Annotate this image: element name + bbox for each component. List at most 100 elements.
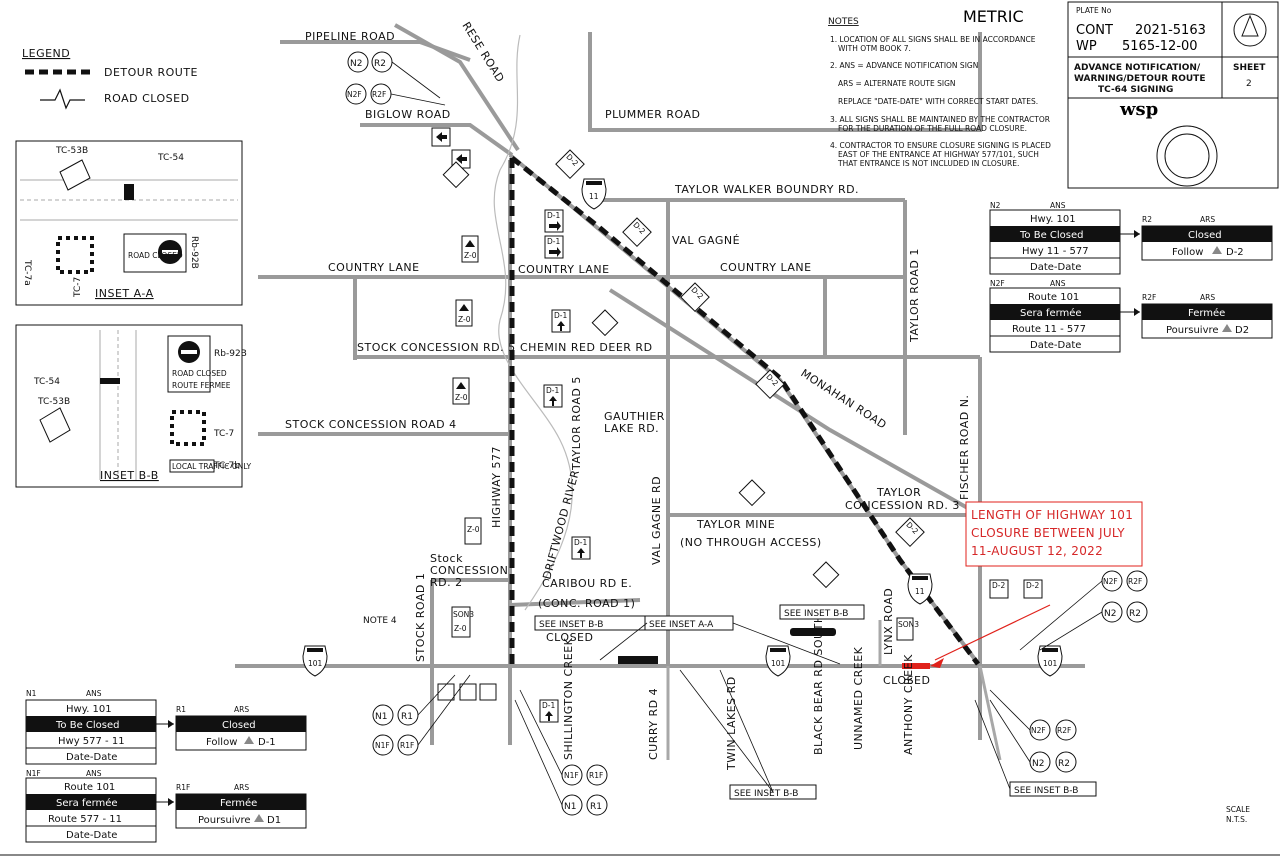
circle-n1-sw: N1	[375, 712, 387, 722]
d1-sign-3: D-1	[551, 309, 571, 333]
barricade-icon-b	[39, 407, 71, 443]
detour-signs: Z-0 Z-0 Z-0 Z-0 SON3 Z-0 D-1 D-1	[431, 127, 1043, 723]
table-n1: N1 ANS Hwy. 101 To Be Closed Hwy 577 - 1…	[25, 689, 174, 765]
circle-r2-se: R2	[1058, 759, 1070, 769]
svg-text:SON3: SON3	[898, 620, 919, 629]
svg-text:EAST OF THE ENTRANCE AT HIGHWA: EAST OF THE ENTRANCE AT HIGHWAY 577/101,…	[838, 150, 1039, 159]
circle-r1-s: R1	[590, 802, 602, 812]
svg-text:Poursuivre: Poursuivre	[1166, 325, 1219, 336]
svg-text:ADVANCE NOTIFICATION/: ADVANCE NOTIFICATION/	[1074, 63, 1201, 73]
svg-text:REPLACE "DATE-DATE" WITH CORRE: REPLACE "DATE-DATE" WITH CORRECT START D…	[838, 97, 1038, 106]
svg-text:101: 101	[308, 659, 323, 668]
svg-text:ARS: ARS	[1200, 215, 1215, 224]
svg-text:Fermée: Fermée	[220, 797, 257, 809]
svg-text:Route 101: Route 101	[64, 782, 115, 793]
svg-text:TC-7a: TC-7a	[22, 259, 32, 286]
scale-label: SCALE	[1226, 805, 1250, 814]
shillington-label: SHILLINGTON CREEK	[562, 637, 575, 760]
svg-text:N2F: N2F	[990, 279, 1005, 288]
closure-arrow-icon	[930, 658, 944, 668]
shield-101-east: 101	[1037, 645, 1063, 677]
svg-text:TC-7: TC-7	[73, 277, 83, 298]
title-block: PLATE No CONT 2021-5163 WP 5165-12-00 AD…	[1067, 1, 1279, 189]
svg-text:Follow: Follow	[1172, 247, 1203, 258]
svg-text:Hwy. 101: Hwy. 101	[1030, 214, 1076, 225]
caribou-road-line	[509, 598, 641, 607]
arrow-sign-9	[479, 683, 497, 701]
circle-group-sw: N1 R1 N1F R1F	[372, 674, 471, 756]
svg-text:Hwy 11 - 577: Hwy 11 - 577	[1022, 246, 1089, 257]
closed-label-1: CLOSED	[546, 631, 593, 644]
closed-label-2: CLOSED	[883, 674, 930, 687]
svg-text:11: 11	[915, 587, 925, 596]
taylor-road-1-label: TAYLOR ROAD 1	[908, 248, 921, 343]
shield-101-center: 101	[765, 645, 791, 677]
svg-text:11: 11	[589, 192, 599, 201]
z0-sign-3: Z-0	[452, 377, 470, 405]
table-n1f: N1F ANS Route 101 Sera fermée Route 577 …	[25, 769, 174, 843]
circle-r2f-se: R2F	[1057, 726, 1071, 735]
d2-sign-5: D-2	[895, 517, 925, 547]
circle-n2f-se: N2F	[1031, 726, 1046, 735]
taylor-road-5-label: TAYLOR ROAD 5	[570, 376, 583, 471]
legend-closed-label: ROAD CLOSED	[104, 92, 190, 105]
taylor-mine-label: TAYLOR MINE	[696, 518, 775, 531]
leader-5	[974, 699, 1011, 790]
svg-text:D-1: D-1	[547, 211, 560, 220]
svg-text:ROAD CLOSED: ROAD CLOSED	[172, 369, 227, 378]
circle-n2f-nw: N2F	[347, 90, 362, 99]
rese-road-line	[394, 23, 520, 152]
inset-b-title: INSET B-B	[100, 469, 159, 482]
shield-11-south: 11	[907, 573, 933, 605]
circle-n1f-s: N1F	[564, 771, 579, 780]
metric-label: METRIC	[963, 7, 1024, 26]
shields: 101 101 101 11 11	[302, 178, 1063, 677]
svg-text:TC-7b: TC-7b	[213, 461, 240, 471]
svg-text:Date-Date: Date-Date	[66, 752, 117, 763]
see-inset-bb-3: SEE INSET B-B	[734, 789, 798, 799]
svg-text:Follow: Follow	[206, 737, 237, 748]
fischer-road-label: FISCHER ROAD N.	[958, 395, 971, 500]
svg-text:CONT: CONT	[1076, 23, 1113, 38]
country-lane-label-c: COUNTRY LANE	[518, 263, 610, 276]
svg-text:D-1: D-1	[547, 237, 560, 246]
shield-101-west: 101	[302, 645, 328, 677]
svg-text:Date-Date: Date-Date	[1030, 340, 1081, 351]
svg-text:ARS: ARS	[234, 705, 249, 714]
circle-group-s: N1F R1F N1 R1	[514, 689, 608, 816]
arrow-sign-8	[459, 683, 477, 701]
svg-text:D-1: D-1	[542, 701, 555, 710]
arrow-sign-6	[812, 561, 840, 589]
svg-text:PLATE No: PLATE No	[1076, 6, 1112, 15]
val-gagne-label: VAL GAGNÉ	[672, 234, 740, 247]
circle-r2f-ne: R2F	[1128, 577, 1142, 586]
circle-r1-sw: R1	[401, 712, 413, 722]
engineer-seal	[1156, 125, 1218, 187]
table-r1: R1 ARS Closed Follow D-1	[175, 705, 307, 751]
unnamed-creek-label: UNNAMED CREEK	[852, 646, 865, 750]
circle-group-nw: N2 R2 N2F R2F	[345, 51, 446, 106]
leader-4	[719, 669, 774, 793]
stock-conc-2-label-a: Stock	[430, 552, 463, 565]
svg-text:11-AUGUST 12, 2022: 11-AUGUST 12, 2022	[971, 544, 1103, 558]
driftwood-river-line	[493, 34, 573, 611]
table-r1f: R1F ARS Fermée Poursuivre D1	[175, 783, 307, 829]
svg-text:Date-Date: Date-Date	[66, 830, 117, 841]
circle-group-ne: N2F R2F N2 R2	[1019, 570, 1148, 651]
d1-sign-5: D-1	[571, 536, 591, 560]
svg-text:CLOSURE BETWEEN JULY: CLOSURE BETWEEN JULY	[971, 526, 1125, 540]
arrow-sign-5	[738, 479, 766, 507]
svg-text:ANS: ANS	[86, 689, 102, 698]
chemin-red-deer-label: CHEMIN RED DEER RD	[520, 341, 653, 354]
son3-sign-2: SON3	[896, 617, 919, 641]
shield-11-north: 11	[581, 178, 607, 210]
d1-sign-6: D-1	[539, 699, 559, 723]
taylor-conc-3-label-b: CONCESSION RD. 3	[845, 499, 960, 512]
table-r2f: R2F ARS Fermée Poursuivre D2	[1141, 293, 1273, 339]
see-inset-bb-1: SEE INSET B-B	[539, 620, 603, 630]
svg-text:TC-53B: TC-53B	[37, 397, 70, 407]
stock-road-1-label: STOCK ROAD 1	[414, 573, 427, 662]
svg-text:WITH OTM BOOK 7.: WITH OTM BOOK 7.	[838, 44, 911, 53]
svg-text:Z-0: Z-0	[455, 393, 468, 402]
svg-text:Hwy 577 - 11: Hwy 577 - 11	[58, 736, 125, 747]
